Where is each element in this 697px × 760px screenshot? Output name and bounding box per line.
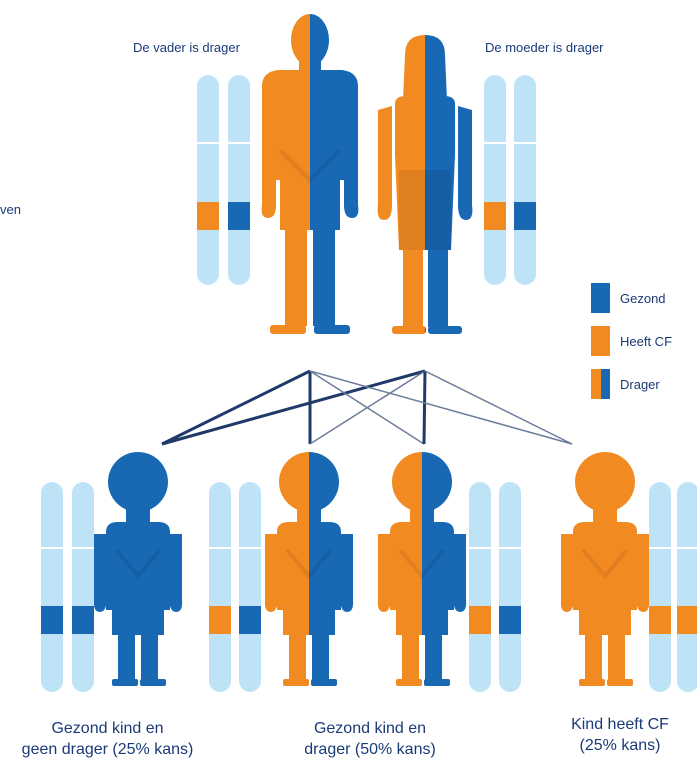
child-cf-chromosomes [649, 482, 697, 692]
child-healthy-chromosomes [41, 482, 94, 692]
left-edge-fragment: ven [0, 202, 21, 217]
cf-swatch [591, 326, 610, 356]
line-father-child4 [309, 370, 573, 445]
caption-cf: Kind heeft CF (25% kans) [545, 714, 695, 756]
line-father-child1 [161, 369, 311, 446]
line-mother-child4 [424, 370, 573, 445]
carrier-swatch [591, 369, 610, 399]
child-carrier-chromosomes-a [209, 482, 261, 692]
father-figure [261, 14, 359, 334]
caption-cf-line2: (25% kans) [579, 737, 661, 754]
healthy-swatch [591, 283, 610, 313]
child-cf-figure [560, 452, 650, 686]
child-carrier-chromosomes-b [469, 482, 521, 692]
child-healthy-figure [93, 452, 183, 686]
caption-healthy-line1: Gezond kind en [51, 720, 164, 737]
father-label: De vader is drager [133, 40, 240, 55]
father-chromosome-pair [197, 75, 250, 285]
line-father-child3 [309, 370, 425, 445]
mother-chromosome-pair [484, 75, 536, 285]
mother-label: De moeder is drager [485, 40, 604, 55]
line-mother-child1 [161, 369, 426, 446]
caption-cf-line1: Kind heeft CF [571, 716, 669, 733]
inheritance-lines [161, 369, 573, 446]
child-carrier-figure-a [264, 452, 354, 686]
caption-healthy: Gezond kind en geen drager (25% kans) [5, 718, 210, 760]
line-mother-child3 [422, 370, 427, 445]
caption-healthy-line2: geen drager (25% kans) [21, 741, 194, 758]
child-carrier-figure-b [377, 452, 467, 686]
mother-figure [377, 35, 473, 334]
legend-label-healthy: Gezond [620, 291, 666, 306]
legend-label-carrier: Drager [620, 377, 660, 392]
caption-carrier-line1: Gezond kind en [313, 720, 427, 737]
legend-swatches [591, 283, 610, 399]
caption-carrier-line2: drager (50% kans) [304, 741, 436, 758]
legend-label-cf: Heeft CF [620, 334, 673, 349]
caption-carrier: Gezond kind en drager (50% kans) [265, 718, 475, 760]
